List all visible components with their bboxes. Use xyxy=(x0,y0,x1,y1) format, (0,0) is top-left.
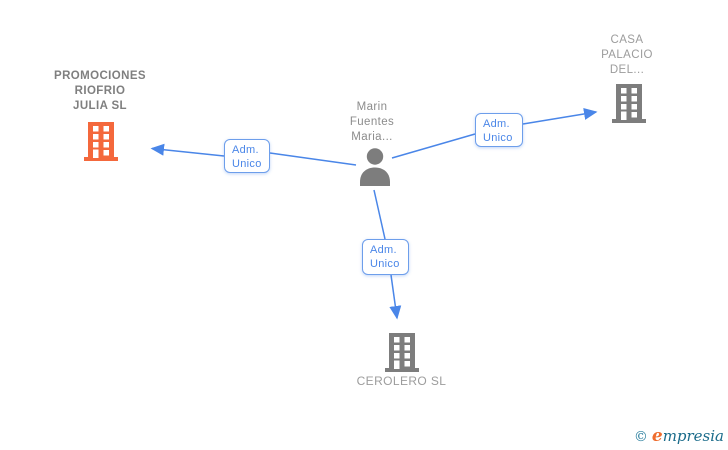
building-icon xyxy=(612,83,646,128)
logo-accent-letter: e xyxy=(651,426,663,446)
empresia-logo[interactable]: ©empresia xyxy=(634,426,724,446)
edge-person-cerolero-segment xyxy=(373,189,386,240)
company-name-promociones: PROMOCIONES RIOFRIO JULIA SL xyxy=(54,70,146,112)
logo-brand-text: mpresia xyxy=(662,427,724,445)
edge-label-adm-unico-bottom: Adm. Unico xyxy=(362,239,409,275)
edge-person-casa-arrow xyxy=(522,108,598,125)
edge-person-promociones-segment xyxy=(269,152,357,166)
person-name: Marin Fuentes Maria... xyxy=(349,101,395,143)
edge-person-cerolero-arrow xyxy=(389,274,402,320)
edge-person-promociones-arrow xyxy=(150,143,225,157)
company-name-cerolero: CEROLERO SL xyxy=(356,374,447,388)
building-icon xyxy=(385,332,419,377)
edge-label-adm-unico-left: Adm. Unico xyxy=(224,139,270,173)
company-name-casa-palacio: CASA PALACIO DEL... xyxy=(601,34,653,76)
person-icon xyxy=(357,148,393,191)
copyright-icon: © xyxy=(633,429,648,445)
building-icon xyxy=(84,121,118,166)
edge-label-adm-unico-right: Adm. Unico xyxy=(475,113,523,147)
